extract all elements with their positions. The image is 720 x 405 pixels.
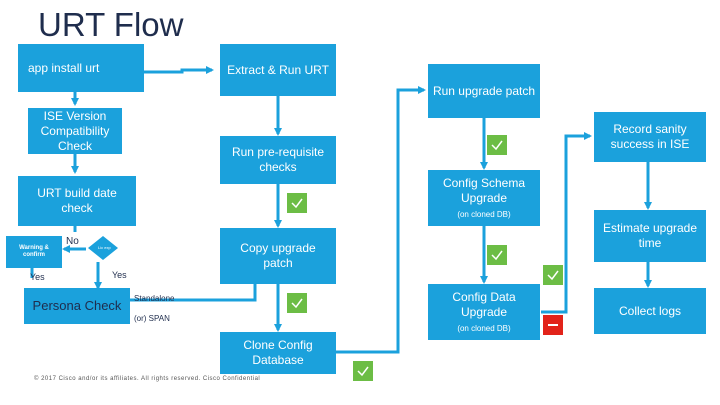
urt-build-box: URT build date check [18, 176, 136, 226]
extract-run-box: Extract & Run URT [220, 44, 336, 96]
collect-logs-label: Collect logs [618, 303, 682, 318]
prereq-box: Run pre-requisite checks [220, 136, 336, 184]
run-upgrade-box: Run upgrade patch [428, 64, 540, 118]
yes-label-right: Yes [112, 270, 127, 280]
check-icon [286, 292, 308, 314]
persona-check-box: Persona Check [24, 288, 130, 324]
check-icon [486, 134, 508, 156]
yes-label-left: Yes [30, 272, 45, 282]
warning-confirm-box: Warning & confirm [6, 236, 62, 268]
app-install-label: app install urt [28, 60, 100, 75]
estimate-time-box: Estimate upgrade time [594, 210, 706, 262]
decision-label: Lic exp [98, 245, 111, 250]
clone-config-label: Clone Config Database [243, 338, 313, 367]
config-data-label: Config Data Upgrade [452, 290, 516, 319]
estimate-time-label: Estimate upgrade time [602, 221, 698, 250]
check-icon [352, 360, 374, 382]
check-icon [286, 192, 308, 214]
copy-upgrade-label: Copy upgrade patch [240, 241, 316, 270]
check-icon [542, 264, 564, 286]
prereq-label: Run pre-requisite checks [231, 145, 325, 174]
ise-version-label: ISE Version Compatibility Check [40, 108, 110, 153]
warning-confirm-label: Warning & confirm [19, 244, 49, 259]
config-data-note: (on cloned DB) [457, 324, 511, 333]
or-span-label: (or) SPAN [134, 314, 170, 323]
check-icon [486, 244, 508, 266]
no-label: No [66, 236, 79, 247]
app-install-box: app install urt [18, 44, 144, 92]
record-sanity-box: Record sanity success in ISE [594, 112, 706, 162]
config-schema-label: Config Schema Upgrade [442, 176, 526, 205]
copy-upgrade-box: Copy upgrade patch [220, 228, 336, 284]
config-schema-box: Config Schema Upgrade (on cloned DB) [428, 170, 540, 226]
urt-build-label: URT build date check [37, 186, 117, 215]
persona-check-label: Persona Check [32, 297, 122, 313]
collect-logs-box: Collect logs [594, 288, 706, 334]
ise-version-box: ISE Version Compatibility Check [28, 108, 122, 154]
config-schema-note: (on cloned DB) [457, 210, 511, 219]
run-upgrade-label: Run upgrade patch [432, 83, 536, 98]
config-data-box: Config Data Upgrade (on cloned DB) [428, 284, 540, 340]
clone-config-box: Clone Config Database [220, 332, 336, 374]
record-sanity-label: Record sanity success in ISE [610, 122, 690, 151]
slide-title: URT Flow [38, 6, 184, 43]
standalone-label: Standalone [134, 294, 175, 303]
extract-run-label: Extract & Run URT [227, 62, 329, 77]
failure-icon [542, 314, 564, 336]
footer-copyright: © 2017 Cisco and/or its affiliates. All … [34, 376, 261, 382]
